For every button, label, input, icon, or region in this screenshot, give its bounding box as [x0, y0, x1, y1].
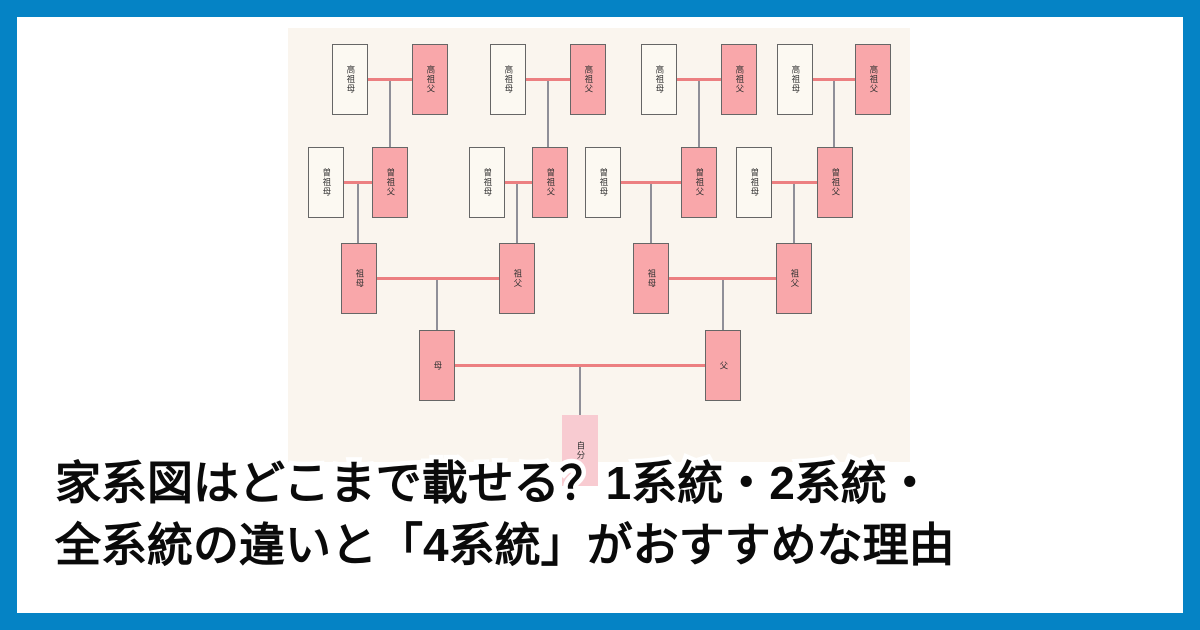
person-box-great-grandfather-3: 曽祖父	[681, 147, 717, 218]
person-label: 曽祖父	[545, 168, 556, 197]
person-box-grandmother-paternal: 祖母	[633, 243, 669, 314]
descent-line	[833, 79, 835, 147]
descent-line	[516, 182, 518, 243]
person-label: 高祖母	[503, 65, 514, 94]
person-box-great-great-grandfather-3: 高祖父	[721, 44, 757, 115]
person-box-grandmother-maternal: 祖母	[341, 243, 377, 314]
person-label: 曽祖父	[694, 168, 705, 197]
marriage-line	[377, 277, 499, 280]
person-label: 高祖父	[583, 65, 594, 94]
person-label: 曽祖父	[385, 168, 396, 197]
marriage-line	[455, 364, 705, 367]
person-label: 曽祖母	[321, 168, 332, 197]
person-box-grandfather-maternal: 祖父	[499, 243, 535, 314]
person-label: 曽祖父	[830, 168, 841, 197]
person-box-great-great-grandmother-2: 高祖母	[490, 44, 526, 115]
person-label: 高祖母	[345, 65, 356, 94]
person-label: 曽祖母	[749, 168, 760, 197]
card-title: 家系図はどこまで載せる？1系統・2系統・ 家系図はどこまで載せる？1系統・2系統…	[51, 452, 960, 576]
person-label: 曽祖母	[598, 168, 609, 197]
marriage-line	[669, 277, 776, 280]
person-box-great-grandfather-2: 曽祖父	[532, 147, 568, 218]
marriage-line	[526, 78, 570, 81]
descent-line	[722, 278, 724, 330]
person-box-great-grandfather-1: 曽祖父	[372, 147, 408, 218]
descent-line	[547, 79, 549, 147]
person-label: 祖父	[512, 269, 523, 288]
descent-line	[650, 182, 652, 243]
title-line-2-text: 全系統の違いと「4系統」がおすすめな理由	[55, 519, 955, 571]
person-box-great-great-grandmother-1: 高祖母	[332, 44, 368, 115]
marriage-line	[344, 181, 372, 184]
person-label: 高祖母	[790, 65, 801, 94]
descent-line	[436, 278, 438, 330]
person-label: 祖母	[646, 269, 657, 288]
person-box-great-great-grandmother-4: 高祖母	[777, 44, 813, 115]
title-line-2-outline: 全系統の違いと「4系統」がおすすめな理由	[51, 515, 960, 576]
person-box-great-grandfather-4: 曽祖父	[817, 147, 853, 218]
descent-line	[579, 365, 581, 415]
descent-line	[389, 79, 391, 147]
marriage-line	[813, 78, 855, 81]
title-line-1: 家系図はどこまで載せる？1系統・2系統・ 家系図はどこまで載せる？1系統・2系統…	[51, 452, 955, 514]
person-box-great-great-grandfather-4: 高祖父	[855, 44, 891, 115]
marriage-line	[772, 181, 817, 184]
marriage-line	[505, 181, 532, 184]
person-box-great-grandmother-1: 曽祖母	[308, 147, 344, 218]
person-label: 祖父	[789, 269, 800, 288]
person-box-great-grandmother-3: 曽祖母	[585, 147, 621, 218]
person-label: 母	[432, 360, 443, 371]
marriage-line	[621, 181, 681, 184]
person-label: 自分	[575, 441, 586, 460]
person-label: 祖母	[354, 269, 365, 288]
title-line-1-outline: 家系図はどこまで載せる？1系統・2系統・	[51, 453, 938, 514]
person-label: 曽祖母	[482, 168, 493, 197]
title-line-1-text: 家系図はどこまで載せる？1系統・2系統・	[55, 457, 933, 509]
descent-line	[357, 182, 359, 243]
person-box-mother: 母	[419, 330, 455, 401]
marriage-line	[677, 78, 721, 81]
title-line-2: 全系統の違いと「4系統」がおすすめな理由 全系統の違いと「4系統」がおすすめな理…	[51, 514, 960, 576]
person-label: 高祖母	[654, 65, 665, 94]
person-box-father: 父	[705, 330, 741, 401]
person-box-great-great-grandfather-1: 高祖父	[412, 44, 448, 115]
person-label: 高祖父	[734, 65, 745, 94]
person-label: 高祖父	[868, 65, 879, 94]
person-box-grandfather-paternal: 祖父	[776, 243, 812, 314]
person-box-great-great-grandfather-2: 高祖父	[570, 44, 606, 115]
person-label: 高祖父	[425, 65, 436, 94]
descent-line	[793, 182, 795, 243]
descent-line	[698, 79, 700, 147]
person-box-great-grandmother-2: 曽祖母	[469, 147, 505, 218]
marriage-line	[368, 78, 412, 81]
person-label: 父	[718, 360, 729, 371]
person-box-great-great-grandmother-3: 高祖母	[641, 44, 677, 115]
person-box-great-grandmother-4: 曽祖母	[736, 147, 772, 218]
person-box-self: 自分	[562, 415, 598, 486]
